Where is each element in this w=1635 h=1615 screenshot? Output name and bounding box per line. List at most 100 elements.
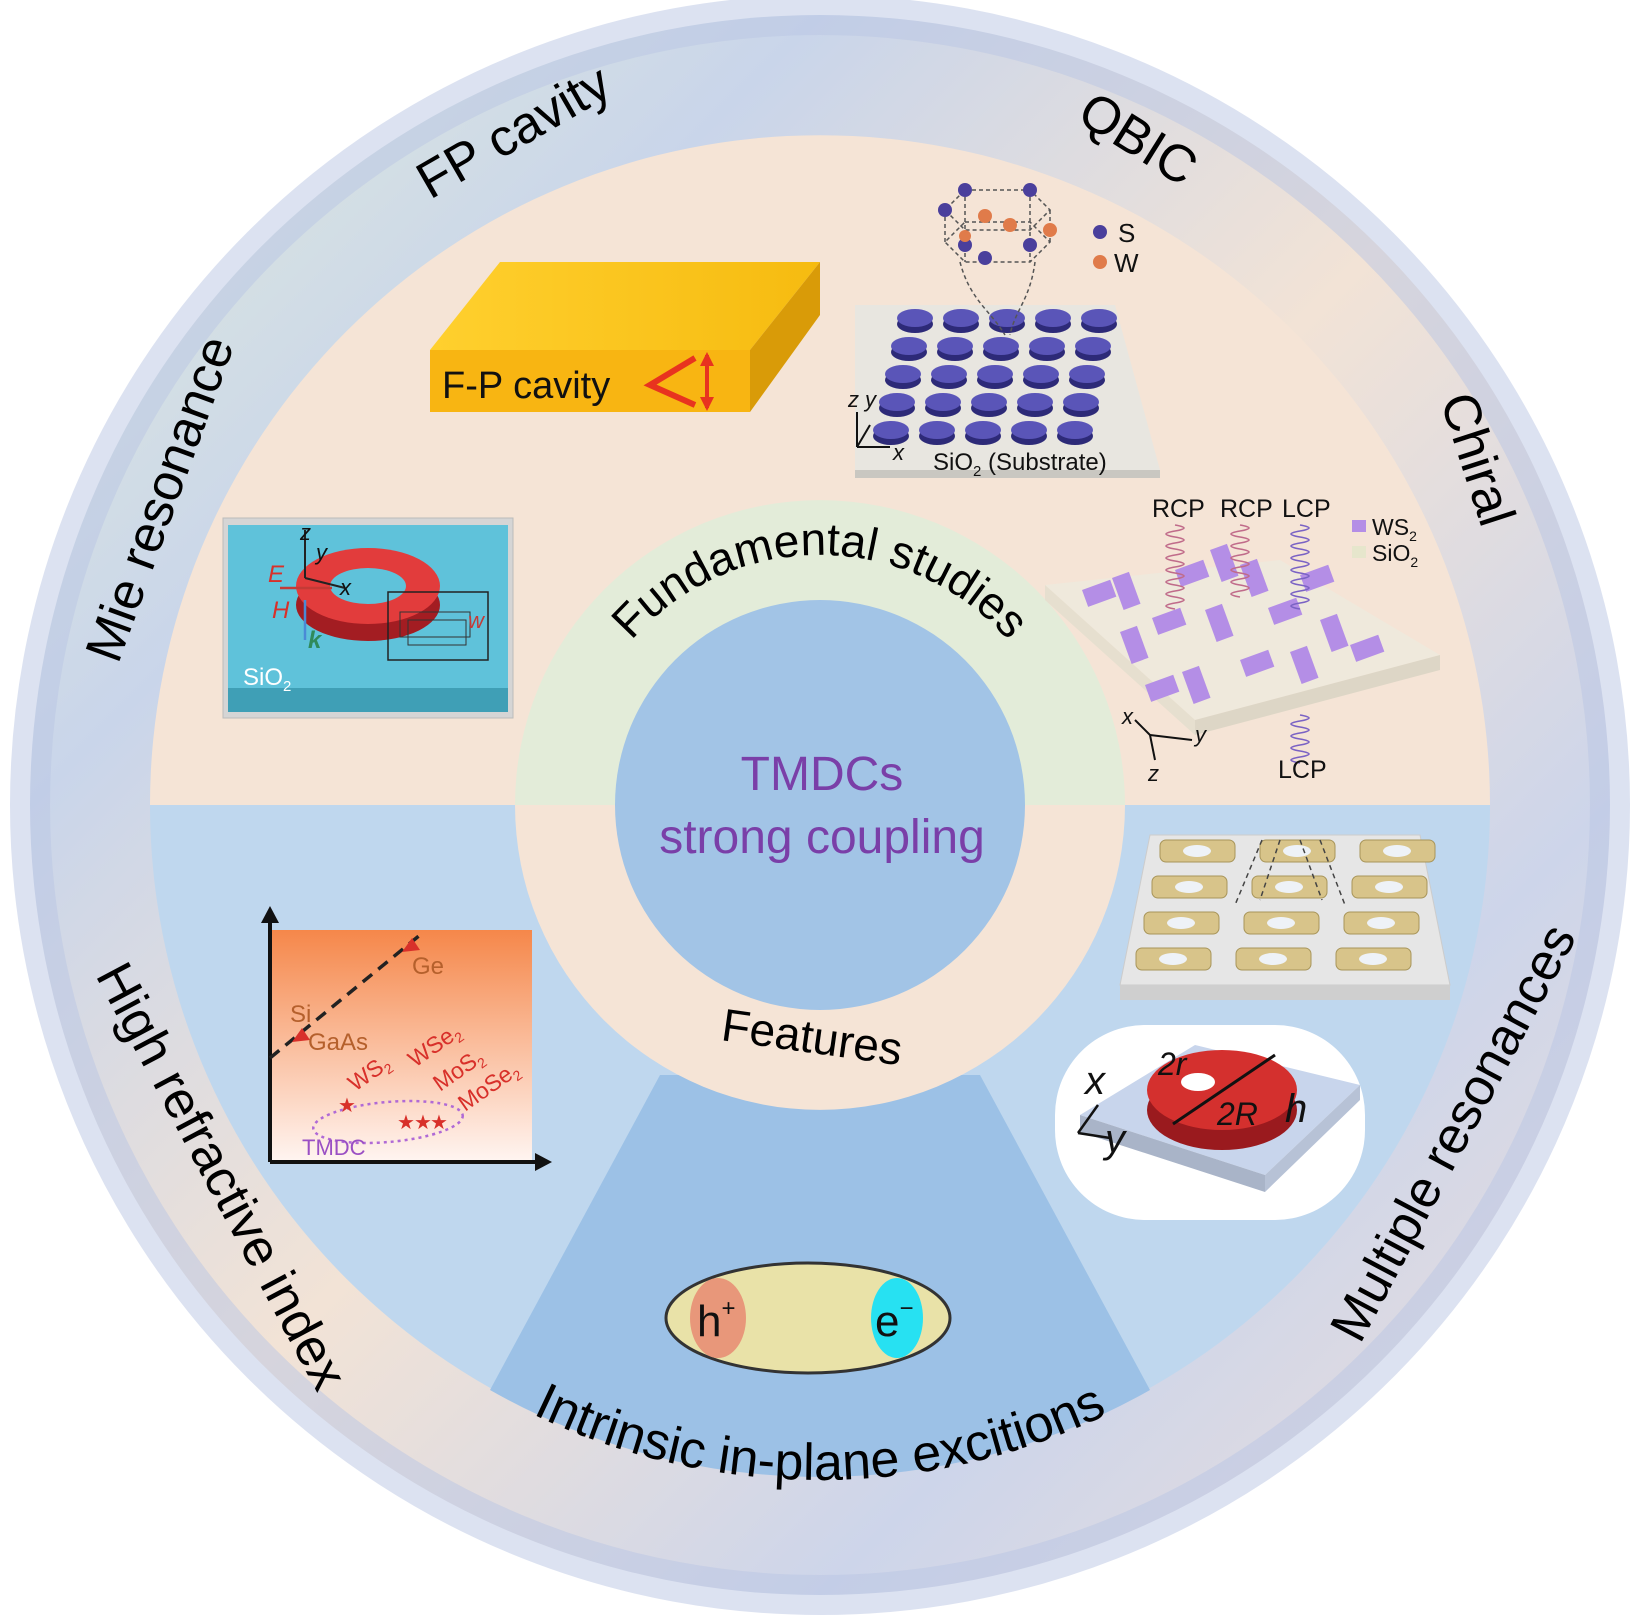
mie-zoom-box: [387, 591, 489, 661]
qbic-disk: [1011, 421, 1047, 439]
multi-resonator-hole: [1275, 881, 1303, 893]
svg-text:★: ★: [430, 1110, 448, 1134]
qbic-disk: [891, 337, 927, 355]
qbic-disk: [897, 309, 933, 327]
si-gaas-marker: [292, 1028, 310, 1042]
fp-cavity-panel: F-P cavity: [430, 262, 820, 412]
legend-s-label: S: [1118, 218, 1135, 248]
chiral-block: [1350, 634, 1385, 662]
qbic-disk: [1069, 365, 1105, 383]
chiral-block: [1175, 559, 1210, 587]
chiral-block: [1120, 625, 1149, 664]
disk-label-y: y: [1102, 1117, 1128, 1161]
multi-disk-panel: x y 2r 2R h: [1055, 1025, 1365, 1220]
multi-resonator-hole: [1183, 845, 1211, 857]
legend-ws2-swatch: [1352, 520, 1366, 532]
disk-label-h: h: [1285, 1087, 1307, 1131]
qbic-disk: [1081, 309, 1117, 327]
qbic-disk: [1029, 337, 1065, 355]
chiral-panel: RCP RCP LCP WS2 SiO2 x y z LCP: [1045, 495, 1440, 786]
chiral-axis-z: z: [1147, 761, 1159, 786]
multi-unit-cell: [1234, 839, 1346, 906]
svg-text:★: ★: [414, 1110, 432, 1134]
qbic-disk: [989, 309, 1025, 327]
disk-axis-x: [1076, 1104, 1100, 1134]
multi-resonator-hole: [1367, 917, 1395, 929]
chiral-block: [1145, 674, 1180, 702]
qbic-disk: [1063, 393, 1099, 411]
chiral-lcp1: LCP: [1282, 495, 1331, 523]
qbic-disk: [937, 337, 973, 355]
legend-sio2-label: SiO2: [1372, 540, 1418, 570]
qbic-disk: [965, 421, 1001, 439]
qbic-panel: S W z y x SiO2 (Substrate): [847, 183, 1160, 480]
qbic-axis-z: z: [847, 387, 859, 412]
chiral-rcp1: RCP: [1152, 495, 1205, 523]
mie-label-x: x: [339, 575, 352, 600]
chiral-meta-atoms: [1082, 543, 1385, 704]
mie-label-k: k: [308, 627, 323, 654]
qbic-disk: [1075, 337, 1111, 355]
chiral-block: [1152, 607, 1187, 635]
multi-resonator-hole: [1159, 953, 1187, 965]
mie-label-h: H: [272, 597, 290, 624]
svg-text:★: ★: [338, 1093, 356, 1117]
center-title-line1: TMDCs: [741, 748, 904, 801]
legend-s-dot: [1093, 225, 1107, 239]
chiral-axis-y: y: [1193, 722, 1208, 747]
tmdc-stars: ★★★★: [338, 1093, 448, 1134]
chiral-block: [1112, 571, 1141, 610]
chiral-block: [1240, 649, 1275, 677]
chiral-lcp-bottom: LCP: [1278, 756, 1327, 784]
disk-axis-y: [1077, 1131, 1111, 1140]
chiral-block: [1210, 543, 1239, 582]
disk-label-2r: 2r: [1157, 1046, 1188, 1082]
svg-text:★: ★: [397, 1110, 415, 1134]
fp-reflect-arrow: [643, 355, 697, 408]
qbic-disk: [873, 421, 909, 439]
refractive-index-panel: Ge Si GaAs ★★★★ WS2 WSe2 MoS2 MoSe2 TMDC: [261, 906, 552, 1171]
tmdc-label: TMDC: [302, 1135, 366, 1160]
chiral-block: [1205, 603, 1234, 642]
legend-w-dot: [1093, 255, 1107, 269]
qbic-disk: [977, 365, 1013, 383]
center-title-line2: strong coupling: [659, 811, 985, 864]
ge-label: Ge: [412, 953, 444, 980]
mie-sio2-label: SiO2: [243, 664, 291, 695]
qbic-disk: [919, 421, 955, 439]
chiral-helices: [1165, 524, 1310, 764]
multi-resonator-hole: [1283, 845, 1311, 857]
hole-blob: [690, 1278, 746, 1358]
center-disc: [615, 600, 1025, 1010]
chiral-axis-x: x: [1121, 704, 1134, 729]
disk-2r-arrow: [1172, 1053, 1276, 1126]
index-trend-line: [268, 933, 422, 1060]
multi-resonator-hole: [1383, 845, 1411, 857]
qbic-axis-x: x: [892, 440, 905, 465]
mie-label-e: E: [268, 561, 285, 588]
multi-resonator-hole: [1359, 953, 1387, 965]
mie-label-w: w: [468, 608, 486, 633]
qbic-disk: [943, 309, 979, 327]
mie-panel: z y x E H k w SiO2: [222, 517, 514, 719]
legend-sio2-swatch: [1352, 546, 1366, 558]
qbic-disk: [931, 365, 967, 383]
chiral-block: [1320, 613, 1349, 652]
qbic-disk: [879, 393, 915, 411]
disk-label-2R: 2R: [1216, 1096, 1258, 1132]
gaas-label: GaAs: [308, 1029, 368, 1056]
qbic-disk: [971, 393, 1007, 411]
qbic-disk: [885, 365, 921, 383]
multi-resonator-hole: [1175, 881, 1203, 893]
mie-axis-x: [304, 577, 346, 589]
multi-resonator-hole: [1167, 917, 1195, 929]
si-label: Si: [290, 1001, 311, 1028]
qbic-disk: [1057, 421, 1093, 439]
chiral-block: [1300, 564, 1335, 592]
mie-field-lines: [399, 611, 471, 646]
disk-label-x: x: [1083, 1059, 1107, 1103]
fp-cavity-label: F-P cavity: [442, 365, 610, 407]
disk-hole: [1181, 1073, 1215, 1091]
